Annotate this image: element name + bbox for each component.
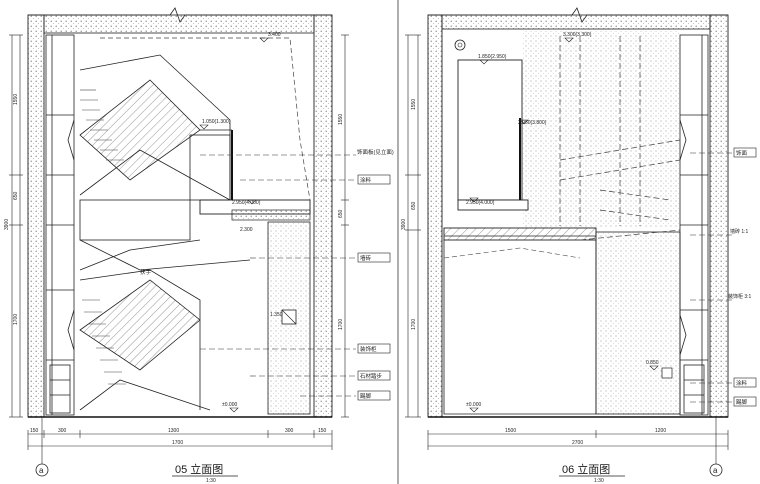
drawing-title: 06 立面图 — [562, 462, 610, 476]
left-wall — [427, 14, 443, 418]
axis-bubble — [709, 463, 723, 477]
dims-left-05 — [9, 34, 23, 418]
axis-label: a — [39, 466, 44, 475]
levels-06 — [469, 37, 659, 413]
label-handrail: 扶手 — [140, 268, 152, 276]
level-beam: 2.300 — [240, 227, 253, 233]
dim-left-1: 1550 — [411, 99, 417, 110]
label-skirting: 踢脚 — [360, 392, 372, 400]
elevation-06: 3.300(3.300) 1.850(2.950) 2.950(3.800) 2… — [401, 7, 757, 484]
dim-bottom-total: 2700 — [572, 440, 583, 446]
upper-tile-field — [522, 31, 680, 227]
dim-bottom-total: 1700 — [172, 440, 183, 446]
dim-bottom-5: 150 — [318, 428, 327, 434]
dim-left-total: 3900 — [4, 219, 10, 230]
dim-bottom-2: 300 — [58, 428, 67, 434]
detector-icon — [454, 39, 466, 51]
hidden-stair-lines — [559, 36, 681, 241]
floor-beam — [443, 227, 597, 241]
tall-cabinet — [679, 34, 709, 416]
upper-stair-flight — [79, 54, 231, 201]
level-low-note: 0.850 — [646, 360, 659, 366]
elevation-05: 饰面板(见立面) 涂料 墙砖 装饰柜 石材踏步 踢脚 扶手 1.050(1.30… — [4, 7, 394, 484]
dim-bottom-2: 1200 — [655, 428, 666, 434]
dims-left-06 — [405, 34, 421, 418]
dims-bottom-05 — [27, 417, 333, 466]
level-note: 1.350 — [270, 312, 283, 318]
dim-bottom-4: 300 — [285, 428, 294, 434]
dim-bottom-1: 150 — [30, 428, 39, 434]
dim-bottom-1: 1500 — [505, 428, 516, 434]
lower-tile-field — [595, 231, 681, 415]
leaders-06 — [690, 152, 735, 403]
level-mid: 2.950(4.000) — [466, 200, 495, 206]
level-floor: ±0.000 — [222, 402, 237, 408]
label-cabinet: 装饰柜 — [360, 345, 377, 353]
dim-left-total: 3900 — [401, 219, 407, 230]
dim-left-2: 650 — [13, 191, 19, 200]
dim-left-2: 650 — [411, 201, 417, 210]
dim-bottom-3: 1300 — [168, 428, 179, 434]
level-upper-floor: 2.950(4.000) — [232, 200, 261, 206]
drawing-scale: 1:30 — [206, 478, 216, 484]
level-upper: 1.850(2.950) — [478, 54, 507, 60]
level-top: 3.300(3.300) — [563, 32, 592, 38]
label-facing-panel: 饰面板(见立面) — [357, 148, 394, 156]
drawing-title: 05 立面图 — [175, 462, 223, 476]
label-skirting: 踢脚 — [736, 398, 748, 406]
levels-05 — [199, 37, 269, 413]
labels-05: 饰面板(见立面) 涂料 墙砖 装饰柜 石材踏步 踢脚 扶手 — [140, 148, 394, 401]
label-paint: 涂料 — [736, 379, 748, 387]
socket-symbol — [661, 367, 673, 379]
level-top: 3.400 — [268, 32, 281, 38]
ceiling-slab — [441, 14, 711, 30]
right-wall — [313, 14, 333, 418]
level-side: 2.950(3.800) — [518, 120, 547, 126]
dim-left-3: 1700 — [13, 314, 19, 325]
tall-cabinet — [45, 34, 75, 416]
level-landing: 1.050(1.300) — [202, 119, 231, 125]
dim-right-1: 1550 — [338, 114, 344, 125]
label-cabinet: 装饰柜 3:1 — [728, 293, 752, 300]
ceiling-slab — [43, 14, 315, 34]
left-wall — [27, 14, 45, 418]
dims-right-05 — [341, 34, 349, 418]
dims-bottom-06 — [427, 417, 729, 466]
axis-bubble — [35, 463, 49, 477]
dim-right-3: 1700 — [338, 319, 344, 330]
lower-stair-flight — [79, 269, 211, 411]
right-wall — [709, 14, 729, 418]
label-stone-step: 石材踏步 — [360, 372, 383, 380]
label-facing: 饰面 — [736, 149, 748, 157]
label-wall-tile: 墙砖 — [360, 254, 372, 262]
door-opening — [457, 59, 523, 201]
lower-wall-outline — [443, 240, 597, 415]
level-floor: ±0.000 — [466, 402, 481, 408]
dim-left-1: 1550 — [13, 94, 19, 105]
hidden-outline — [100, 37, 311, 201]
door-threshold — [457, 199, 529, 211]
dim-left-3: 1700 — [411, 319, 417, 330]
landing-slab — [231, 209, 311, 221]
drawing-scale: 1:30 — [594, 478, 604, 484]
labels-06: 饰面 墙砖 1:1 装饰柜 3:1 涂料 踢脚 — [728, 147, 757, 407]
stair-landing-outline — [79, 134, 251, 271]
leaders-05 — [200, 154, 356, 397]
axis-label: a — [713, 466, 718, 475]
dim-right-2: 650 — [338, 209, 344, 218]
label-wall-tile: 墙砖 1:1 — [730, 228, 749, 235]
label-paint: 涂料 — [360, 176, 372, 184]
